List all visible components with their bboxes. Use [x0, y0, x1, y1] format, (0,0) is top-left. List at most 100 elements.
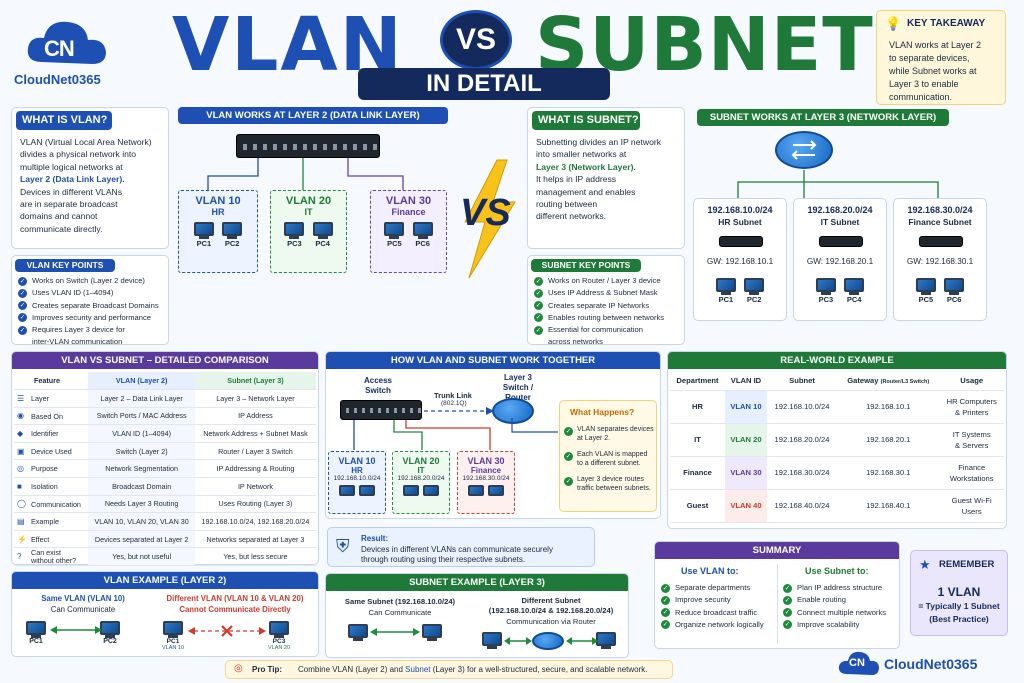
tag-icon: ◆ [17, 429, 24, 439]
footer-logo-mark: CN [849, 657, 865, 669]
check-icon: ✓ [534, 276, 543, 286]
star-icon: ★ [919, 557, 931, 572]
summary-title: SUMMARY [655, 542, 899, 559]
subnet-name: HR Subnet [718, 217, 762, 227]
result-title: Result: [361, 534, 389, 543]
pc-icon: PC2 [222, 222, 243, 248]
check-icon: ✓ [564, 426, 573, 436]
cell-usage: Guest Wi-Fi Users [939, 489, 1004, 523]
vlan-group-finance: VLAN 30 Finance PC5 PC6 [370, 190, 447, 273]
group-name: VLAN 30 [467, 456, 505, 466]
same-subnet-sub: Can Communicate [368, 608, 432, 617]
feature-cell: ◯Communication [14, 495, 89, 514]
cloud-icon [27, 21, 106, 64]
together-links [353, 418, 513, 450]
vs-badge: VS [440, 10, 512, 70]
list-item: ✓Improve scalability [783, 619, 860, 630]
pc-label: PC1 [196, 239, 212, 248]
list-item: ✓VLAN separates devices at Layer 2. [564, 426, 654, 442]
table-row: ?Can exist without other?Yes, but not us… [14, 547, 316, 567]
list-item: ✓Connect multiple networks [783, 607, 887, 618]
key-takeaway-body: VLAN works at Layer 2 to separate device… [889, 39, 981, 104]
cell-gw: 192.168.10.1 [837, 390, 940, 424]
pc-label: PC5 [387, 239, 402, 248]
check-icon: ✓ [661, 583, 670, 593]
takeaway-line: VLAN works at Layer 2 [889, 40, 982, 50]
l3-device-label: Layer 3 Switch / Router [502, 373, 534, 402]
check-icon: ✓ [564, 451, 573, 461]
vlan-cell: Needs Layer 3 Routing [88, 495, 195, 514]
vlan-key-points-title: VLAN KEY POINTS [15, 259, 115, 272]
diff-vlan-sub: Cannot Communicate Directly [179, 605, 291, 614]
subnet-cell: IP Addressing & Routing [194, 459, 316, 479]
feature-cell: ▣Device Used [14, 442, 89, 461]
subnet-cell: Layer 3 – Network Layer [194, 389, 316, 408]
diff-vlan-label: Different VLAN (VLAN 10 & VLAN 20) [166, 594, 304, 603]
pc-label: PC2 [224, 239, 240, 248]
feature-cell: ⚡Effect [14, 530, 89, 549]
pro-tip-text: Combine VLAN (Layer 2) and Subnet (Layer… [298, 665, 648, 674]
check-icon: ✓ [18, 288, 27, 298]
subnet-net: 192.168.20.0/24 [807, 205, 873, 215]
pc-label: PC4 [846, 295, 862, 304]
check-icon: ✓ [783, 608, 792, 618]
subnet-gateway: GW: 192.168.20.1 [806, 257, 874, 266]
subnet-cell: 192.168.10.0/24, 192.168.20.0/24 [194, 512, 316, 531]
pc-icon [488, 485, 504, 496]
column-header: Subnet (Layer 3) [194, 372, 316, 391]
check-icon: ✓ [534, 288, 543, 298]
body-line: domains and cannot [20, 211, 98, 222]
pc-label: PC3 [818, 295, 834, 304]
body-line: multiple logical networks at [20, 161, 123, 172]
cell-usage: IT Systems & Servers [939, 423, 1004, 457]
body-line: divides a physical network into [20, 149, 137, 160]
subnet-example-title: SUBNET EXAMPLE (LAYER 3) [326, 574, 628, 591]
vlan-switch-icon [236, 134, 380, 158]
pc-label: PC3 [287, 239, 302, 248]
logo-mark: CN [44, 36, 75, 61]
subnet-cell: Yes, but less secure [194, 547, 316, 567]
pc-label: PC2 [746, 295, 762, 304]
takeaway-line: Layer 3 to enable [889, 79, 959, 89]
table-header-row: Department VLAN ID Subnet Gateway (Route… [670, 372, 1004, 391]
summary-vlan-title: Use VLAN to: [681, 566, 739, 576]
blocked-arrow-icon [188, 625, 266, 637]
cell-usage: HR Computers & Printers [939, 390, 1004, 424]
what-is-subnet-card: WHAT IS SUBNET? Subnetting divides an IP… [527, 107, 685, 249]
feature-label: Communication [31, 499, 81, 509]
pro-tip-label: Pro Tip: [252, 665, 283, 674]
footer-logo: CN CloudNet0365 [838, 648, 1018, 680]
list-item: ✓Creates separate Broadcast Domains [18, 300, 159, 311]
feature-cell: ■Isolation [14, 477, 89, 496]
subnet-layer-title: SUBNET WORKS AT LAYER 3 (NETWORK LAYER) [697, 109, 949, 126]
body-line: VLAN (Virtual Local Area Network) [20, 137, 152, 147]
feature-label: Example [31, 517, 59, 527]
subnet-key-points-card: SUBNET KEY POINTS ✓Works on Router / Lay… [527, 255, 685, 346]
pc-label: PC6 [946, 295, 962, 304]
remember-big: 1 VLAN [937, 585, 981, 599]
subnet-layer-links [737, 170, 939, 198]
real-world-card: REAL-WORLD EXAMPLE Department VLAN ID Su… [667, 351, 1007, 529]
subnet-key-points-title: SUBNET KEY POINTS [531, 259, 641, 272]
group-net: 192.168.10.0/24 [333, 475, 381, 482]
trunk-label: Trunk Link [434, 391, 472, 400]
check-icon: ✓ [661, 620, 670, 630]
vlan-cell: Switch Ports / MAC Address [88, 407, 195, 426]
list-item: ✓Plan IP address structure [783, 583, 883, 593]
check-icon: ✓ [18, 276, 27, 286]
pro-tip-bar: ◎ Pro Tip: Combine VLAN (Layer 2) and Su… [225, 660, 673, 679]
cell-vlan: VLAN 30 [725, 456, 767, 490]
group-sub: IT [417, 466, 425, 475]
subnet-cell: Router / Layer 3 Switch [194, 442, 316, 461]
feature-cell: ?Can exist without other? [14, 547, 89, 567]
subnet-name: IT Subnet [820, 217, 860, 227]
switch-icon [819, 236, 863, 247]
vlan-cell: Broadcast Domain [88, 477, 195, 496]
subnet-example-card: SUBNET EXAMPLE (LAYER 3) Same Subnet (19… [325, 573, 629, 658]
feature-label: Identifier [31, 429, 59, 439]
column-header: VLAN (Layer 2) [88, 372, 195, 391]
body-line: communicate directly. [20, 223, 103, 234]
